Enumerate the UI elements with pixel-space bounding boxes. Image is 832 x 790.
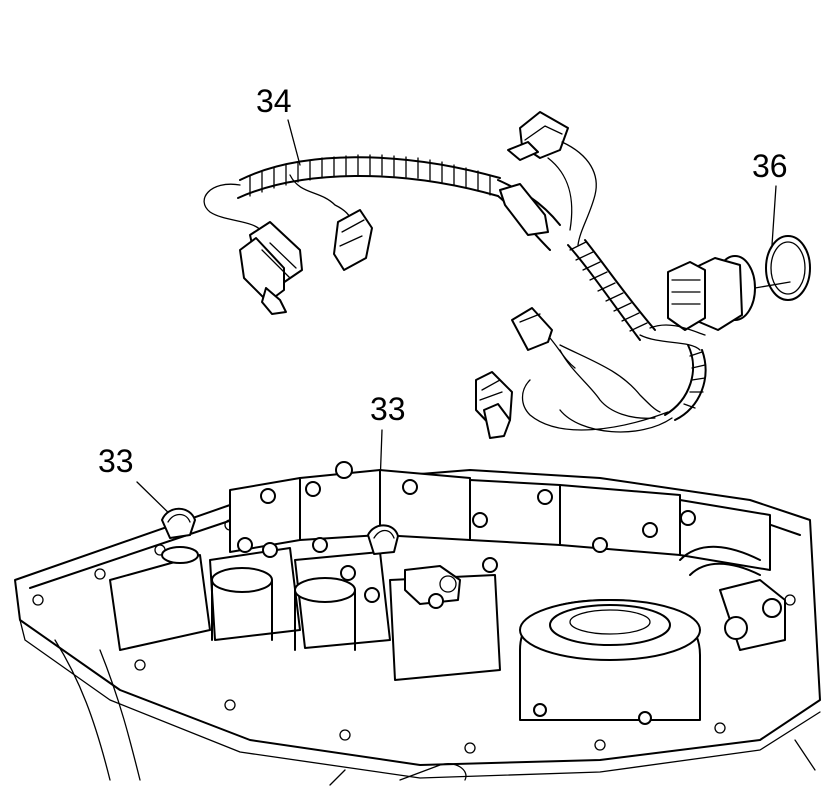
harness-retaining-clip-center xyxy=(367,524,399,555)
upper-right-connector xyxy=(507,111,569,161)
harness-retaining-clip-left xyxy=(161,507,196,539)
valve-body xyxy=(109,469,786,721)
transmission-case xyxy=(14,461,821,786)
mid-connector xyxy=(511,307,553,351)
conduit-ribs-lower xyxy=(569,241,648,332)
conduit-ribs-bottom xyxy=(683,351,706,409)
leader-line-36 xyxy=(771,185,777,246)
left-connector xyxy=(239,221,303,315)
callout-label-33-center: 33 xyxy=(370,391,406,427)
callout-label-33-left: 33 xyxy=(98,443,134,479)
splice-clip xyxy=(499,183,549,236)
bulkhead-connector xyxy=(667,255,791,331)
small-connector xyxy=(333,209,373,271)
callout-label-34: 34 xyxy=(256,83,292,119)
lower-connector xyxy=(475,371,513,439)
leader-line-34 xyxy=(287,119,301,166)
callout-label-36: 36 xyxy=(752,148,788,184)
o-ring-seal xyxy=(765,235,811,301)
conduit-ribs xyxy=(249,154,491,197)
wiring-harness xyxy=(203,111,791,439)
valve-body-bolts xyxy=(237,461,696,725)
